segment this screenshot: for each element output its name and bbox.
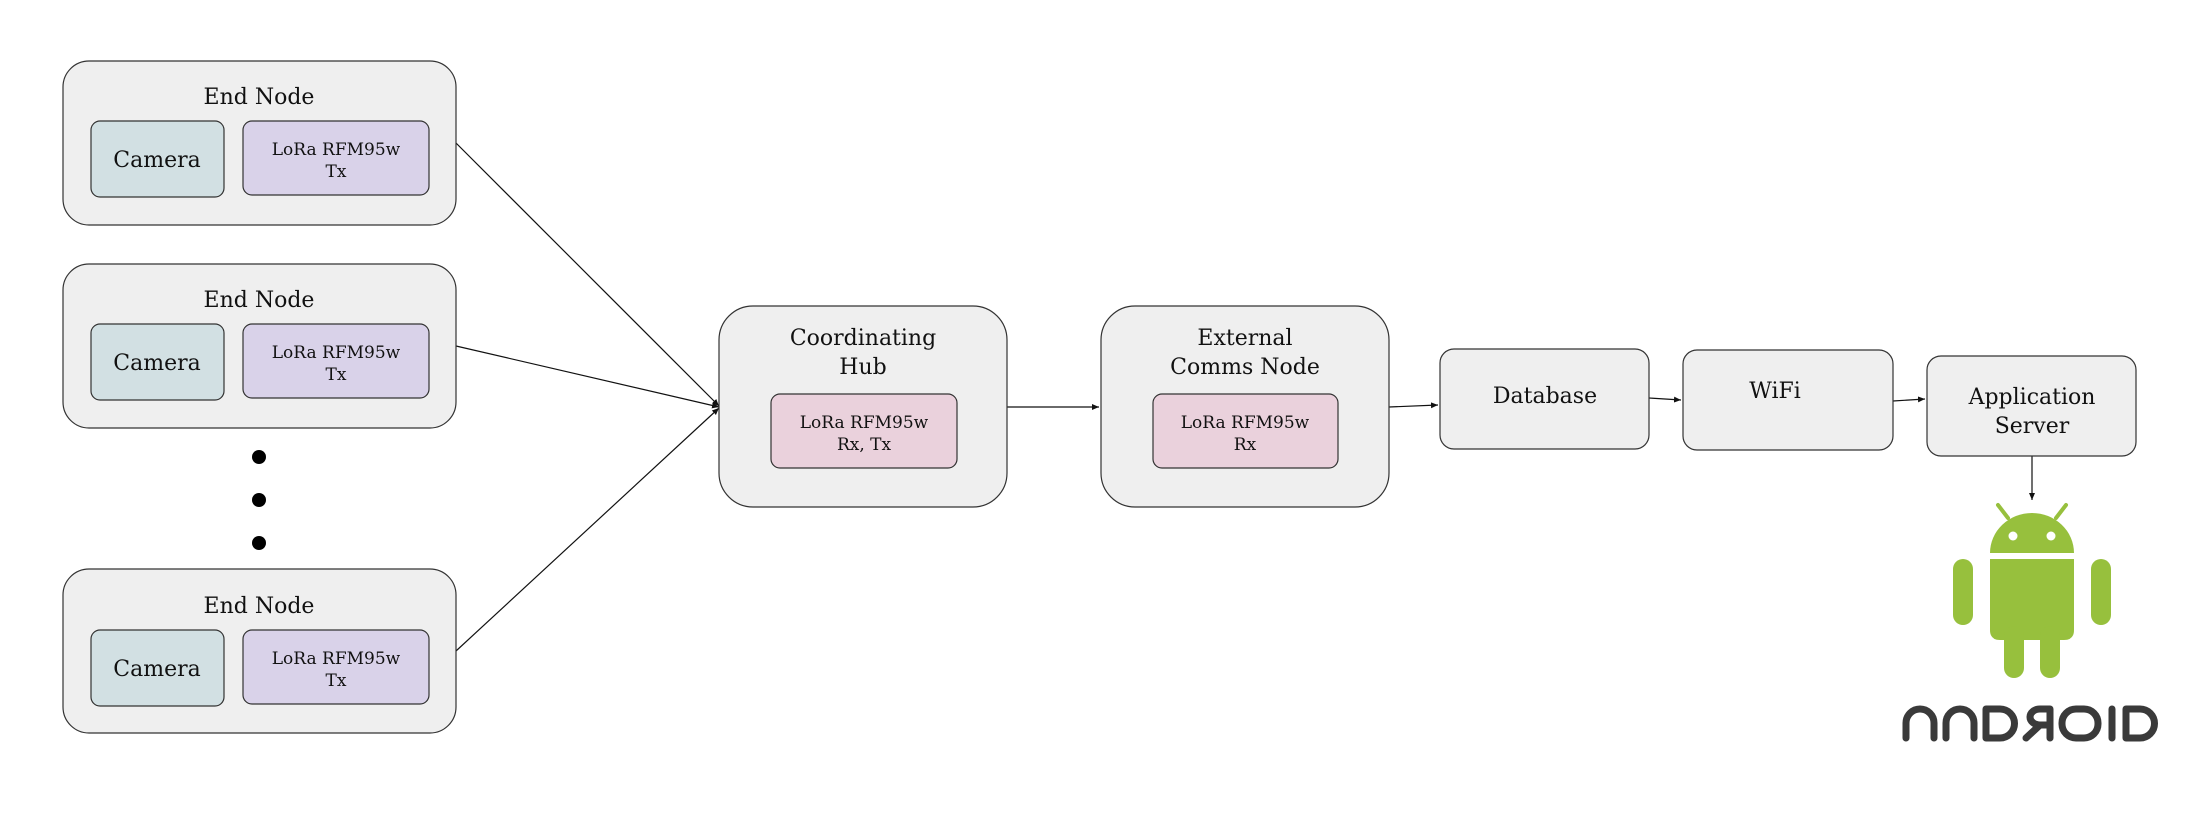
camera-label: Camera bbox=[113, 657, 200, 682]
lora-radio-mode: Rx bbox=[1234, 435, 1257, 455]
app-server-label-line2: Server bbox=[1995, 414, 2070, 439]
wifi-node: WiFi bbox=[1682, 349, 1894, 451]
lora-radio-label: LoRa RFM95w bbox=[272, 140, 401, 160]
lora-radio-label: LoRa RFM95w bbox=[800, 413, 929, 433]
database-box bbox=[1439, 348, 1650, 450]
lora-radio-label: LoRa RFM95w bbox=[1181, 413, 1310, 433]
camera-label: Camera bbox=[113, 351, 200, 376]
lora-radio-box bbox=[242, 629, 430, 705]
app-server-label-line1: Application bbox=[1968, 385, 2096, 410]
android-robot-icon bbox=[1953, 503, 2111, 678]
lora-radio-mode: Tx bbox=[326, 671, 347, 691]
camera-box bbox=[90, 629, 225, 707]
end-node-title: End Node bbox=[204, 288, 315, 313]
comms-node-title-line2: Comms Node bbox=[1170, 355, 1320, 380]
android-wordmark bbox=[1902, 705, 2158, 742]
ellipsis-dots bbox=[252, 450, 266, 550]
connector-end-node-1-to-hub bbox=[455, 142, 720, 407]
camera-box bbox=[90, 323, 225, 401]
coordinating-hub: Coordinating Hub LoRa RFM95w Rx, Tx bbox=[718, 305, 1008, 508]
lora-radio-mode: Rx, Tx bbox=[837, 435, 892, 455]
connector-wifi-to-app-server bbox=[1892, 396, 1926, 403]
lora-radio-mode: Tx bbox=[326, 365, 347, 385]
connector-comms-node-to-database bbox=[1388, 402, 1439, 409]
lora-radio-label: LoRa RFM95w bbox=[272, 649, 401, 669]
lora-radio-box bbox=[1152, 393, 1339, 469]
connector-end-node-2-to-hub bbox=[455, 345, 720, 409]
wifi-label: WiFi bbox=[1749, 379, 1801, 404]
lora-radio-mode: Tx bbox=[326, 162, 347, 182]
camera-box bbox=[90, 120, 225, 198]
lora-radio-box bbox=[242, 323, 430, 399]
connectors bbox=[455, 142, 2035, 652]
comms-node-title-line1: External bbox=[1197, 326, 1292, 351]
connector-database-to-wifi bbox=[1648, 396, 1682, 403]
end-node: End Node Camera LoRa RFM95w Tx bbox=[62, 263, 457, 429]
application-server-node: Application Server bbox=[1926, 355, 2137, 457]
hub-title-line1: Coordinating bbox=[790, 326, 936, 351]
android-logo bbox=[1902, 503, 2158, 742]
end-node: End Node Camera LoRa RFM95w Tx bbox=[62, 60, 457, 226]
database-label: Database bbox=[1493, 384, 1597, 409]
connector-end-node-3-to-hub bbox=[455, 407, 720, 652]
end-node-title: End Node bbox=[204, 85, 315, 110]
ellipsis-dot bbox=[252, 493, 266, 507]
lora-radio-box bbox=[242, 120, 430, 196]
ellipsis-dot bbox=[252, 450, 266, 464]
hub-title-line2: Hub bbox=[839, 355, 886, 380]
database-node: Database bbox=[1439, 348, 1650, 450]
app-server-box bbox=[1926, 355, 2137, 457]
end-node: End Node Camera LoRa RFM95w Tx bbox=[62, 568, 457, 734]
wifi-box bbox=[1682, 349, 1894, 451]
end-node-title: End Node bbox=[204, 594, 315, 619]
external-comms-node: External Comms Node LoRa RFM95w Rx bbox=[1100, 305, 1390, 508]
ellipsis-dot bbox=[252, 536, 266, 550]
lora-radio-label: LoRa RFM95w bbox=[272, 343, 401, 363]
lora-radio-box bbox=[770, 393, 958, 469]
camera-label: Camera bbox=[113, 148, 200, 173]
